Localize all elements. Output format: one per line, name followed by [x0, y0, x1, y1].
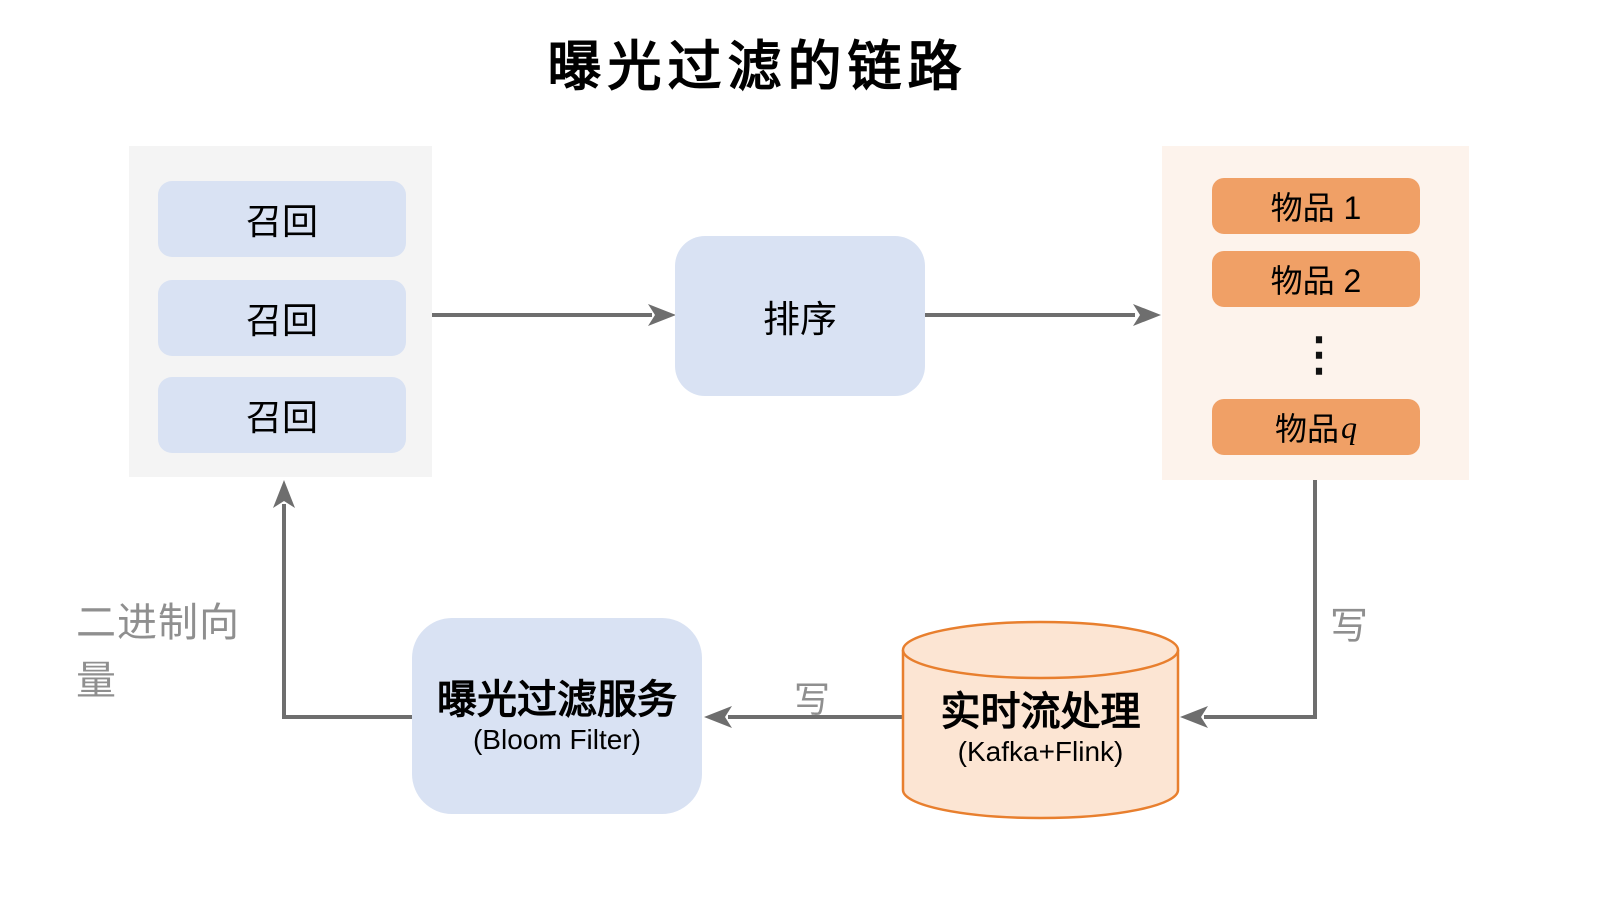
recall-node-2: 召回 — [158, 280, 406, 356]
ranking-node-label: 排序 — [763, 299, 837, 340]
recall-node-label: 召回 — [245, 397, 318, 438]
ranking-node: 排序 — [675, 236, 925, 396]
arrowhead-right-icon — [648, 304, 676, 326]
page-title: 曝光过滤的链路 — [547, 34, 968, 98]
recall-node-label: 召回 — [245, 300, 318, 341]
arrowhead-left-icon — [704, 706, 732, 728]
edge-label-binary-vector: 二进制向量 — [76, 601, 240, 703]
recall-node-label: 召回 — [245, 201, 318, 242]
arrowhead-right-icon — [1133, 304, 1161, 326]
recall-node-3: 召回 — [158, 377, 406, 453]
stream-cylinder-icon — [901, 620, 1180, 820]
arrowhead-up-icon — [273, 480, 295, 508]
item-node-label: 物品 — [1274, 411, 1339, 447]
item-node-label: 物品 1 — [1270, 190, 1362, 226]
edge-label-write-items: 写 — [1330, 606, 1369, 648]
filter-service-node: 曝光过滤服务 (Bloom Filter) — [412, 618, 702, 814]
item-node-label: 物品 2 — [1270, 263, 1362, 299]
items-ellipsis: ⋮ — [1296, 328, 1342, 380]
item-node-1: 物品 1 — [1212, 178, 1420, 234]
item-q-variable: q — [1341, 408, 1357, 445]
filter-service-sublabel: (Bloom Filter) — [472, 724, 641, 755]
item-node-q: 物品 q — [1212, 399, 1420, 455]
arrow-items-to-stream — [1204, 480, 1317, 719]
item-node-2: 物品 2 — [1212, 251, 1420, 307]
stream-node-sublabel: (Kafka+Flink) — [957, 736, 1124, 767]
arrow-filter-to-recall — [282, 504, 412, 719]
recall-node-1: 召回 — [158, 181, 406, 257]
stream-node-label: 实时流处理 — [940, 690, 1141, 734]
filter-service-label: 曝光过滤服务 — [437, 678, 677, 722]
arrowhead-left-icon — [1180, 706, 1208, 728]
edge-label-write-stream: 写 — [794, 679, 831, 720]
